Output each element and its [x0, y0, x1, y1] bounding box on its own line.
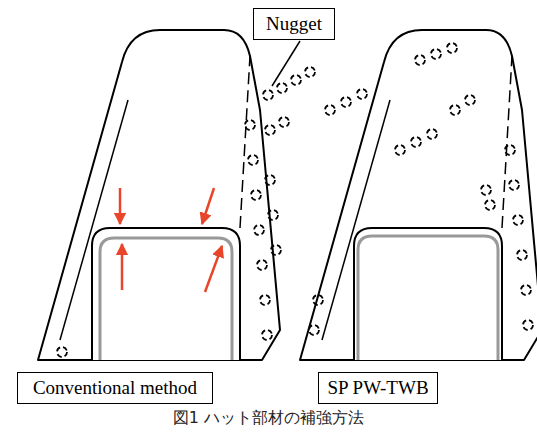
- box-label: Nugget: [266, 14, 322, 35]
- label-box: Nugget: [253, 8, 335, 40]
- figure-caption: 図1 ハット部材の補強方法: [173, 408, 364, 429]
- label-box: SP PW-TWB: [318, 372, 438, 404]
- label-box: Conventional method: [17, 372, 213, 404]
- box-label: Conventional method: [33, 378, 197, 399]
- box-label: SP PW-TWB: [327, 378, 428, 399]
